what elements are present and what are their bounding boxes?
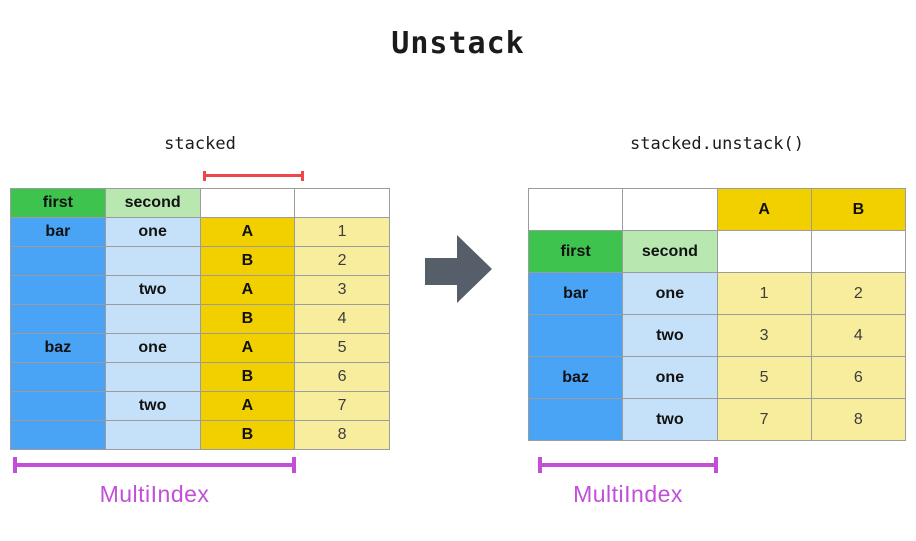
table-cell: B [199, 362, 296, 392]
table-cell [716, 230, 812, 273]
table-cell: B [199, 304, 296, 334]
table-cell: two [104, 275, 201, 305]
table-cell: A [716, 188, 812, 231]
stacked-caption: stacked [164, 134, 236, 154]
unstacked-column-bracket [203, 171, 304, 181]
table-cell: 1 [294, 217, 390, 247]
table-cell [10, 362, 106, 392]
table-cell: B [810, 188, 907, 231]
table-cell [527, 314, 624, 357]
multiindex-bracket-right [538, 457, 718, 473]
table-cell [104, 304, 201, 334]
table-cell: baz [527, 356, 624, 399]
table-cell: 7 [716, 398, 812, 441]
table-cell: first [527, 230, 624, 273]
table-cell: B [199, 420, 296, 450]
table-cell: first [10, 188, 106, 218]
table-cell: one [622, 272, 718, 315]
table-cell: bar [10, 217, 106, 247]
table-cell [622, 188, 718, 231]
table-cell [527, 188, 624, 231]
table-cell: 5 [294, 333, 390, 363]
multiindex-label-right: MultiIndex [573, 481, 683, 507]
table-cell: 2 [810, 272, 907, 315]
table-cell: two [622, 398, 718, 441]
unstack-caption: stacked.unstack() [630, 134, 804, 154]
table-cell: second [622, 230, 718, 273]
table-cell: second [104, 188, 201, 218]
table-cell: A [199, 333, 296, 363]
multiindex-bracket-left [13, 457, 296, 473]
table-cell: A [199, 391, 296, 421]
table-cell: B [199, 246, 296, 276]
table-cell: 7 [294, 391, 390, 421]
table-cell: baz [10, 333, 106, 363]
table-cell [199, 188, 296, 218]
table-cell: 4 [810, 314, 907, 357]
transform-arrow-icon [425, 235, 492, 303]
table-cell [10, 246, 106, 276]
table-cell [294, 188, 390, 218]
table-cell [527, 398, 624, 441]
table-cell: two [622, 314, 718, 357]
table-cell: 8 [294, 420, 390, 450]
multiindex-label-left: MultiIndex [99, 481, 210, 507]
table-cell: 3 [294, 275, 390, 305]
table-cell: 2 [294, 246, 390, 276]
table-cell [10, 420, 106, 450]
table-cell: bar [527, 272, 624, 315]
table-cell: A [199, 275, 296, 305]
table-cell [10, 275, 106, 305]
table-cell: 3 [716, 314, 812, 357]
table-cell: 5 [716, 356, 812, 399]
table-cell: 4 [294, 304, 390, 334]
table-cell: 6 [810, 356, 907, 399]
table-cell: 8 [810, 398, 907, 441]
table-cell: one [104, 217, 201, 247]
table-cell: A [199, 217, 296, 247]
table-cell: 1 [716, 272, 812, 315]
table-cell [810, 230, 907, 273]
table-cell [10, 304, 106, 334]
table-cell [104, 246, 201, 276]
table-cell: two [104, 391, 201, 421]
table-cell: one [104, 333, 201, 363]
table-cell: 6 [294, 362, 390, 392]
page-title: Unstack [391, 26, 525, 61]
table-cell [104, 420, 201, 450]
table-cell: one [622, 356, 718, 399]
table-cell [10, 391, 106, 421]
table-cell [104, 362, 201, 392]
